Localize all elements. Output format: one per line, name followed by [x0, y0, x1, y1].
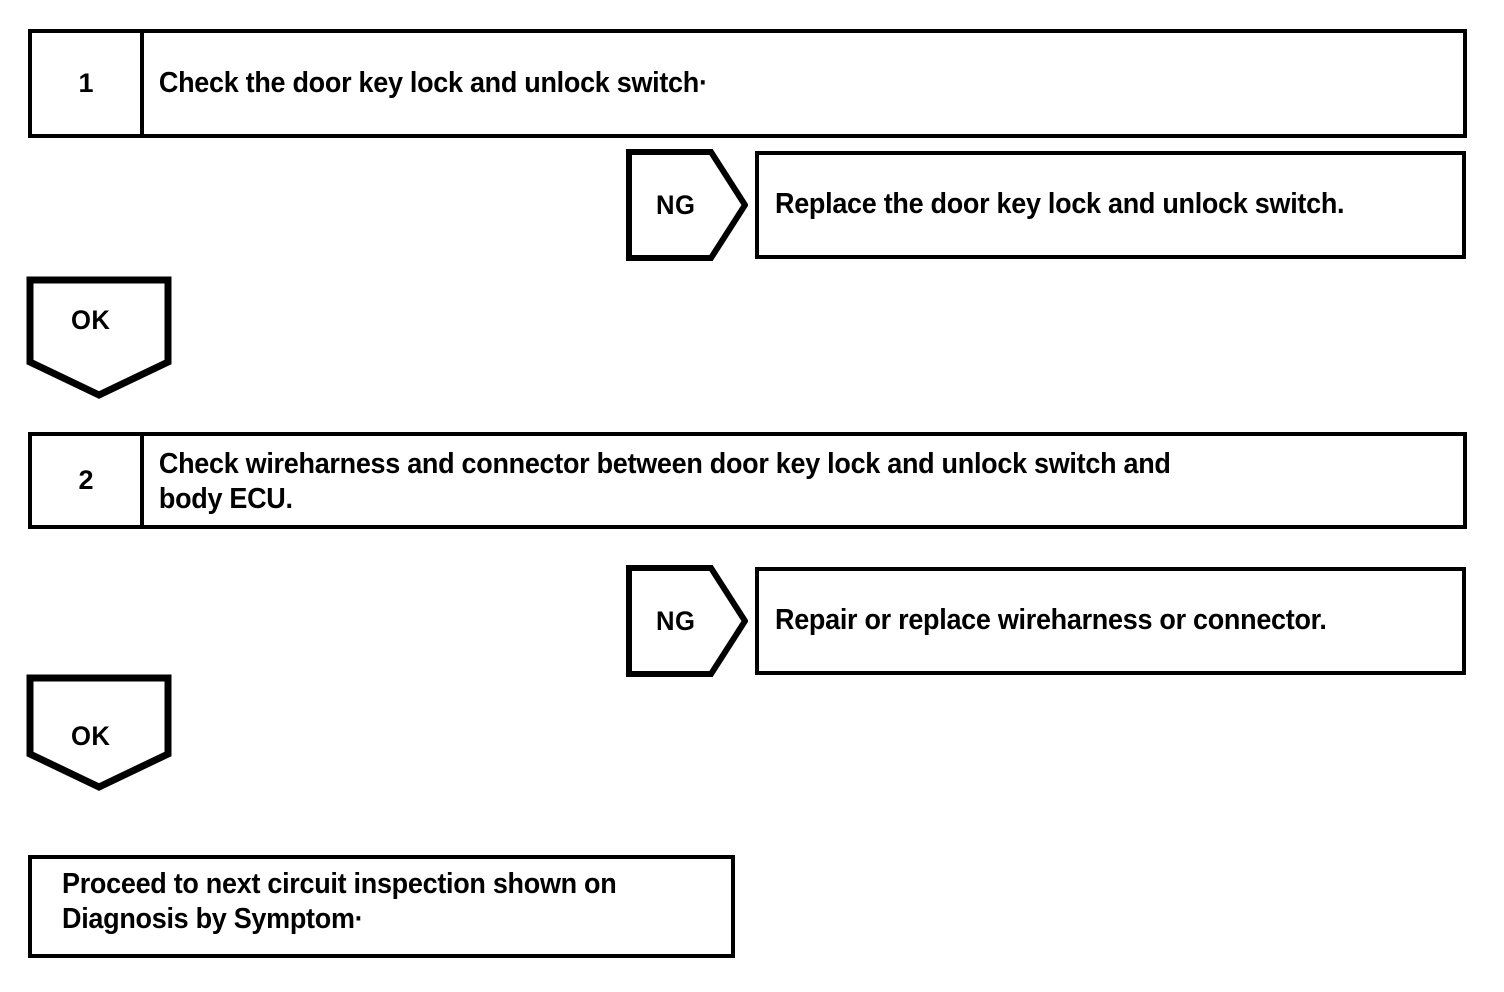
step-1-box: 1 Check the door key lock and unlock swi…: [28, 29, 1467, 138]
step-2-instruction: Check wireharness and connector between …: [158, 448, 1171, 516]
ng-arrow-2: [626, 565, 748, 677]
ok-arrow-1: [26, 276, 172, 400]
step-2-box: 2 Check wireharness and connector betwee…: [28, 432, 1467, 529]
ok-label-2: OK: [71, 721, 111, 751]
ng-action-text-2: Repair or replace wireharness or connect…: [775, 604, 1327, 637]
ng-arrow-1: [626, 149, 748, 261]
step-1-number: 1: [32, 33, 144, 134]
conclusion-box: Proceed to next circuit inspection shown…: [28, 855, 735, 958]
step-2-number: 2: [32, 436, 144, 525]
ok-label-1: OK: [71, 305, 111, 335]
ng-action-box-1: Replace the door key lock and unlock swi…: [755, 151, 1466, 259]
ng-label-2: NG: [656, 606, 696, 636]
ng-action-box-2: Repair or replace wireharness or connect…: [755, 567, 1466, 675]
step-1-instruction: Check the door key lock and unlock switc…: [158, 66, 708, 99]
conclusion-text: Proceed to next circuit inspection shown…: [62, 868, 617, 936]
ng-action-text-1: Replace the door key lock and unlock swi…: [775, 188, 1345, 221]
ng-label-1: NG: [656, 190, 696, 220]
ok-arrow-2: [26, 674, 172, 798]
